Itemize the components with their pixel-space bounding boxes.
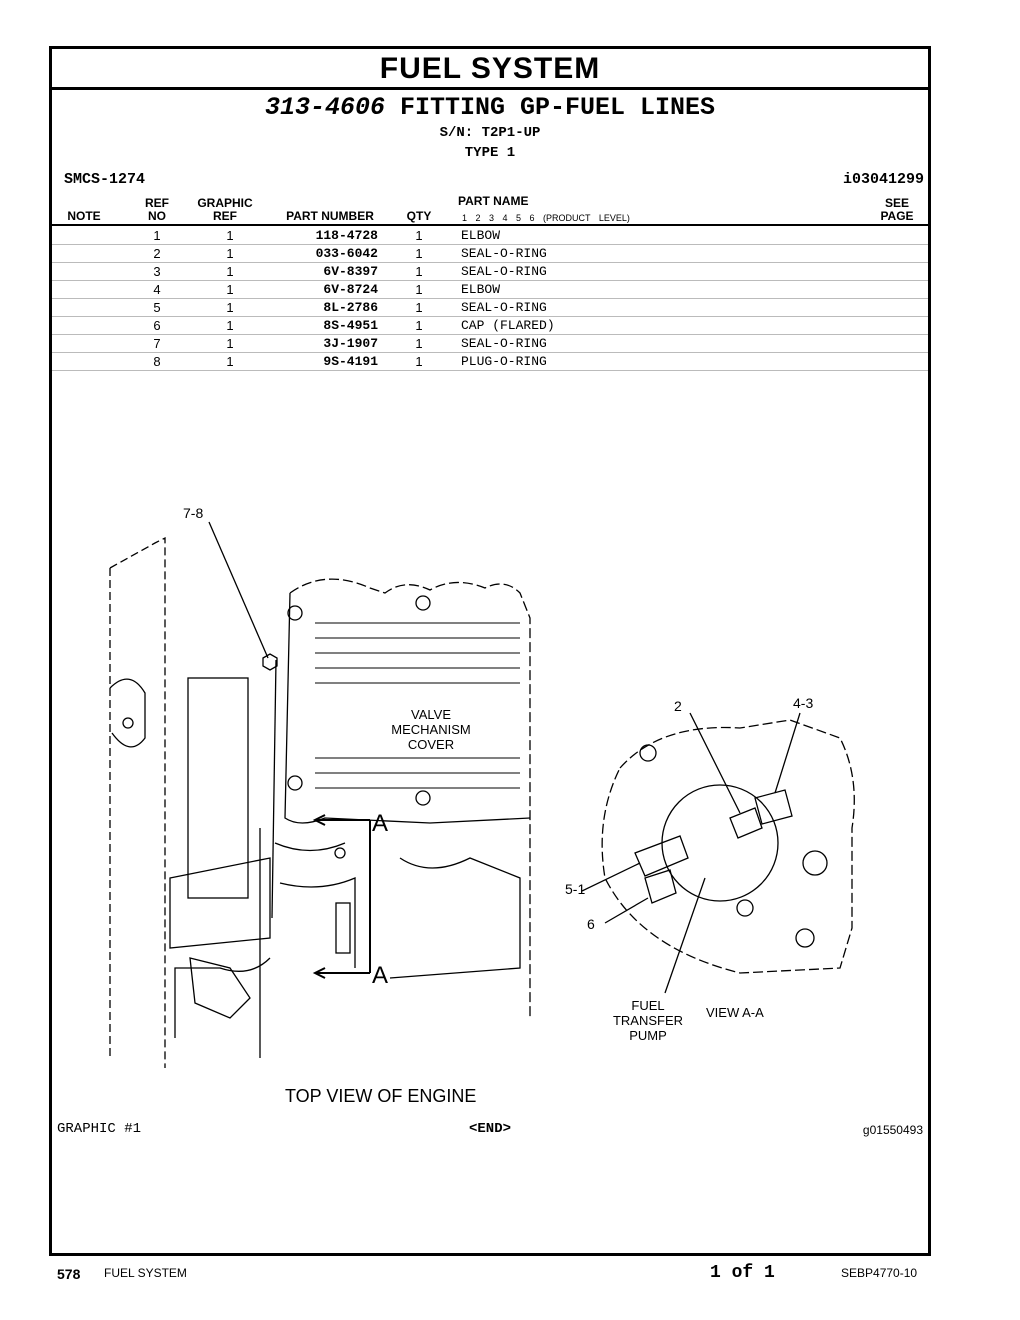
table-row: 4 1 6V-8724 1 ELBOW [52,280,928,299]
fuel-pump-label-2: TRANSFER [613,1013,683,1028]
table-row: 5 1 8L-2786 1 SEAL-O-RING [52,298,928,317]
col-see-page-line1: SEE [884,196,909,210]
part-number: 6V-8397 [323,264,378,279]
part-number: 9S-4191 [323,354,378,369]
qty: 1 [415,228,423,243]
part-name: SEAL-O-RING [461,264,547,279]
valve-cover-label-2: MECHANISM [391,722,470,737]
graphic-ref: 1 [226,246,234,261]
col-qty: QTY [406,209,432,223]
qty: 1 [415,300,423,315]
illustration-caption: TOP VIEW OF ENGINE [285,1086,476,1106]
col-ref-no-line2: NO [148,209,166,223]
qty: 1 [415,318,423,333]
part-number: 8L-2786 [323,300,378,315]
part-number: 3J-1907 [323,336,378,351]
qty: 1 [415,246,423,261]
table-row: 8 1 9S-4191 1 PLUG-O-RING [52,352,928,371]
col-part-name: PART NAME [458,194,529,208]
ref-no: 7 [153,336,161,351]
graphic-ref: 1 [226,300,234,315]
graphic-id: g01550493 [862,1123,923,1137]
part-number: 8S-4951 [323,318,378,333]
ref-no: 3 [153,264,161,279]
view-aa-label: VIEW A-A [706,1005,764,1020]
col-graphic-ref-line1: GRAPHIC [197,196,253,210]
page-frame: FUEL SYSTEM 313-4606 FITTING GP-FUEL LIN… [49,46,931,1256]
footer-section: FUEL SYSTEM [104,1266,187,1280]
part-number: 033-6042 [315,246,378,261]
part-number: 6V-8724 [323,282,378,297]
serial-range: S/N: T2P1-UP [439,125,541,141]
info-id: i03041299 [842,171,924,188]
table-row: 2 1 033-6042 1 SEAL-O-RING [52,244,928,263]
col-ref-no: REF NO [142,197,172,223]
group-type: TYPE 1 [464,145,516,161]
col-product-level: 1 2 3 4 5 6 (PRODUCT LEVEL) [462,213,630,223]
graphic-ref: 1 [226,264,234,279]
graphic-ref: 1 [226,282,234,297]
section-title: FUEL SYSTEM [52,49,928,90]
col-note: NOTE [67,209,101,223]
col-see-page: SEE PAGE [872,197,922,223]
qty: 1 [415,264,423,279]
part-name: SEAL-O-RING [461,246,547,261]
callout-6: 6 [587,916,595,932]
col-part-number: PART NUMBER [286,209,374,223]
col-ref-no-line1: REF [145,196,169,210]
qty: 1 [415,354,423,369]
page-of: 1 of 1 [710,1263,775,1283]
page-number: 578 [57,1266,81,1282]
part-name: PLUG-O-RING [461,354,547,369]
callout-4-3: 4-3 [793,695,813,711]
ref-no: 5 [153,300,161,315]
group-part-number: 313-4606 [264,93,385,122]
callout-2: 2 [674,698,682,714]
graphic-ref: 1 [226,354,234,369]
engine-illustration: 7-8 2 4-3 5-1 6 VALVE MECHANISM COVER A … [109,505,855,1106]
qty: 1 [415,282,423,297]
smcs-code: SMCS-1274 [64,171,146,188]
col-see-page-line2: PAGE [880,209,914,223]
callout-7-8: 7-8 [183,505,203,521]
ref-no: 6 [153,318,161,333]
document-id: SEBP4770-10 [841,1266,918,1280]
table-row: 1 1 118-4728 1 ELBOW [52,226,928,245]
fuel-pump-label-3: PUMP [629,1028,667,1043]
section-a-top: A [372,810,388,837]
group-name: FITTING GP-FUEL LINES [399,93,716,122]
end-label: <END> [468,1121,511,1137]
valve-cover-label-1: VALVE [411,707,451,722]
table-row: 7 1 3J-1907 1 SEAL-O-RING [52,334,928,353]
col-graphic-ref-line2: REF [213,209,237,223]
ref-no: 1 [153,228,161,243]
part-name: CAP (FLARED) [461,318,555,333]
callout-5-1: 5-1 [565,881,585,897]
part-name: SEAL-O-RING [461,336,547,351]
part-name: SEAL-O-RING [461,300,547,315]
group-title: 313-4606 FITTING GP-FUEL LINES [52,93,928,122]
valve-cover-label-3: COVER [408,737,454,752]
ref-no: 8 [153,354,161,369]
qty: 1 [415,336,423,351]
graphic-ref: 1 [226,318,234,333]
table-row: 3 1 6V-8397 1 SEAL-O-RING [52,262,928,281]
ref-no: 2 [153,246,161,261]
part-number: 118-4728 [315,228,378,243]
header-divider [52,224,928,226]
graphic-ref: 1 [226,228,234,243]
ref-no: 4 [153,282,161,297]
fuel-pump-label-1: FUEL [631,998,664,1013]
col-graphic-ref: GRAPHIC REF [192,197,258,223]
part-name: ELBOW [461,282,501,297]
part-name: ELBOW [461,228,501,243]
section-a-bottom: A [372,962,388,989]
graphic-label: GRAPHIC #1 [57,1121,142,1137]
graphic-ref: 1 [226,336,234,351]
table-row: 6 1 8S-4951 1 CAP (FLARED) [52,316,928,335]
